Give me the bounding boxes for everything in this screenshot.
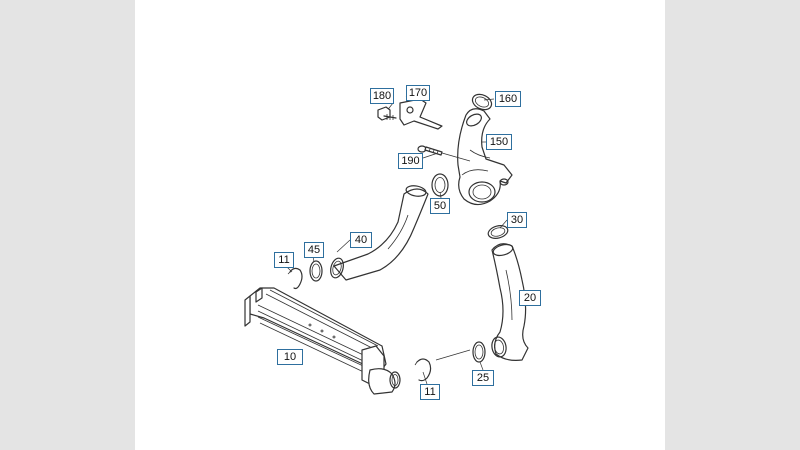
callout-20[interactable]: 20 bbox=[519, 290, 541, 306]
bolt-190 bbox=[417, 145, 471, 162]
callout-45[interactable]: 45 bbox=[304, 242, 324, 258]
bracket-170 bbox=[399, 98, 443, 130]
seal-ring-45 bbox=[309, 260, 323, 282]
bolt-180 bbox=[377, 106, 397, 121]
callout-180[interactable]: 180 bbox=[370, 88, 394, 104]
callout-11-top[interactable]: 11 bbox=[274, 252, 294, 268]
callout-170[interactable]: 170 bbox=[406, 85, 430, 101]
seal-ring-50 bbox=[431, 173, 449, 197]
housing-150 bbox=[457, 108, 513, 206]
callout-25[interactable]: 25 bbox=[472, 370, 494, 386]
callout-50[interactable]: 50 bbox=[430, 198, 450, 214]
callout-40[interactable]: 40 bbox=[350, 232, 372, 248]
seal-ring-30 bbox=[487, 225, 509, 239]
callout-190[interactable]: 190 bbox=[398, 153, 423, 169]
callout-150[interactable]: 150 bbox=[486, 134, 512, 150]
callout-30[interactable]: 30 bbox=[507, 212, 527, 228]
clip-11-bottom bbox=[414, 358, 432, 382]
seal-ring-160 bbox=[471, 93, 493, 111]
hose-40 bbox=[330, 185, 429, 281]
seal-ring-25 bbox=[472, 341, 486, 363]
clip-11-top bbox=[287, 267, 303, 290]
hose-20 bbox=[491, 243, 529, 361]
intercooler-10 bbox=[244, 287, 401, 395]
callout-11-bottom[interactable]: 11 bbox=[420, 384, 440, 400]
callout-160[interactable]: 160 bbox=[495, 91, 521, 107]
callout-10[interactable]: 10 bbox=[277, 349, 303, 365]
